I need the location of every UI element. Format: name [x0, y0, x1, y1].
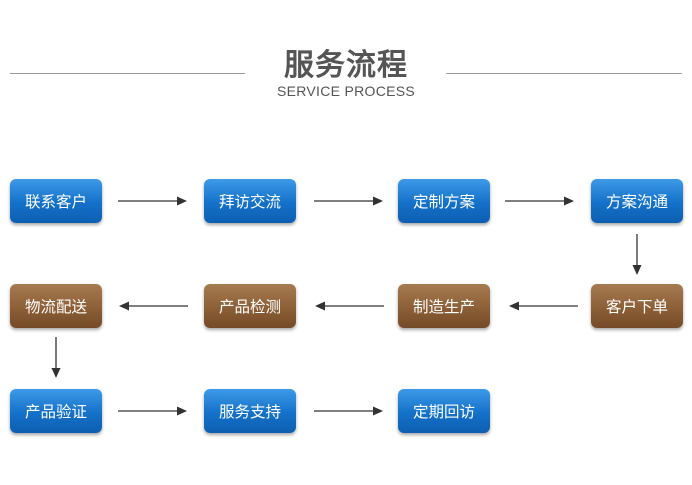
- header-right-divider: [446, 73, 682, 74]
- arrow-down-icon: [51, 337, 61, 378]
- step-label: 产品验证: [24, 403, 87, 421]
- step-label: 服务支持: [218, 403, 281, 421]
- step-customer-order: 客户下单: [591, 284, 683, 328]
- step-regular-followup: 定期回访: [398, 389, 490, 433]
- step-custom-plan: 定制方案: [398, 179, 490, 223]
- step-label: 定制方案: [412, 193, 475, 211]
- page-title: 服务流程: [284, 48, 408, 83]
- step-label: 产品检测: [218, 298, 281, 316]
- step-label: 方案沟通: [605, 193, 668, 211]
- arrow-right-icon: [118, 196, 187, 206]
- arrow-down-icon: [632, 234, 642, 275]
- step-visit-exchange: 拜访交流: [204, 179, 296, 223]
- step-manufacturing: 制造生产: [398, 284, 490, 328]
- step-label: 拜访交流: [218, 193, 281, 211]
- step-plan-communication: 方案沟通: [591, 179, 683, 223]
- step-label: 联系客户: [24, 193, 87, 211]
- step-product-inspection: 产品检测: [204, 284, 296, 328]
- header-left-divider: [10, 73, 245, 74]
- arrow-right-icon: [314, 406, 383, 416]
- step-label: 制造生产: [412, 298, 475, 316]
- page-subtitle: SERVICE PROCESS: [276, 83, 416, 99]
- arrow-right-icon: [505, 196, 574, 206]
- step-label: 客户下单: [605, 298, 668, 316]
- arrow-right-icon: [118, 406, 187, 416]
- arrow-left-icon: [315, 301, 384, 311]
- step-contact-customer: 联系客户: [10, 179, 102, 223]
- step-label: 定期回访: [412, 403, 475, 421]
- step-service-support: 服务支持: [204, 389, 296, 433]
- step-product-verification: 产品验证: [10, 389, 102, 433]
- step-logistics: 物流配送: [10, 284, 102, 328]
- step-label: 物流配送: [24, 298, 87, 316]
- arrow-left-icon: [119, 301, 188, 311]
- arrow-right-icon: [314, 196, 383, 206]
- arrow-left-icon: [509, 301, 578, 311]
